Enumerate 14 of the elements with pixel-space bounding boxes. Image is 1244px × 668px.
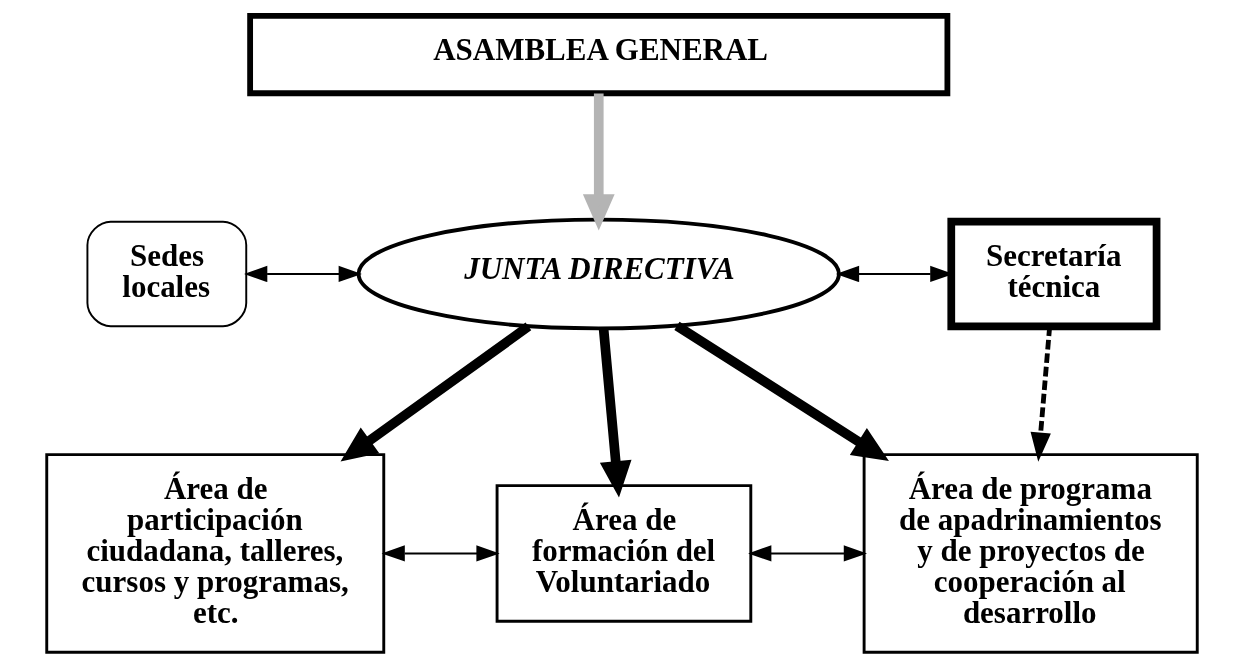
node-box: Área de programa de apadrinamientos y de proyectos de cooperación al desarrollo [862,453,1199,654]
node-box: Secretaría técnica [947,217,1161,331]
arrow [381,545,500,562]
node-ellipse: JUNTA DIRECTIVA [356,217,841,331]
node-box: Sedes locales [86,220,248,328]
arrow [748,545,868,562]
arrow [244,265,362,283]
arrow [340,322,532,462]
arrow [582,93,615,231]
node-box: Área de participación ciudadana, talleres, cursos y programas, etc. [45,453,386,654]
arrow [598,328,632,498]
node-box: Área de formación del Voluntariado [495,484,753,623]
node-box: ASAMBLEA GENERAL [247,12,951,97]
arrow [674,321,889,462]
